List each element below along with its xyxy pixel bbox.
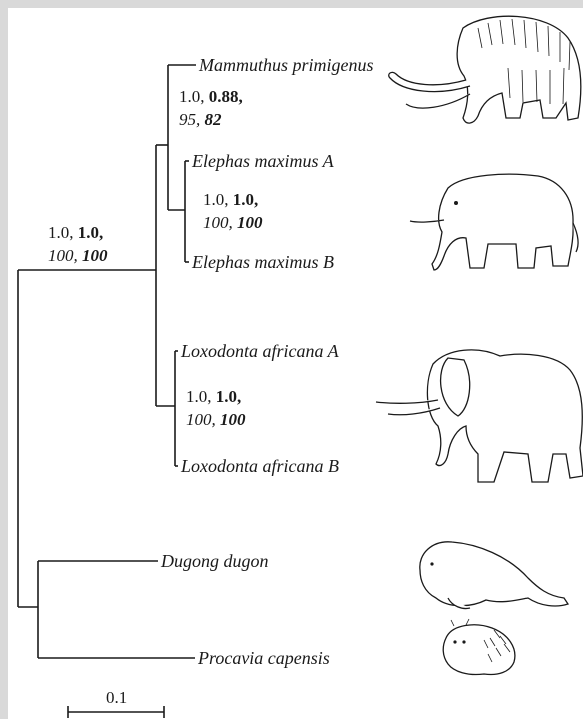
taxon-label-elephas-a: Elephas maximus A: [191, 151, 335, 171]
asian-elephant-illustration: [410, 174, 578, 270]
svg-text:100, 100: 100, 100: [203, 213, 263, 232]
support-pp2: 1.0,: [78, 223, 104, 242]
support-bs2: 100: [82, 246, 108, 265]
support-pp2: 0.88,: [209, 87, 243, 106]
hyrax-illustration: [443, 619, 515, 675]
support-pp2: 1.0,: [233, 190, 259, 209]
scale-bar-label: 0.1: [106, 688, 127, 707]
svg-text:100, 100: 100, 100: [48, 246, 108, 265]
taxon-label-loxodonta-b: Loxodonta africana B: [180, 456, 339, 476]
support-pp2: 1.0,: [216, 387, 242, 406]
taxon-label-mammoth: Mammuthus primigenus: [198, 55, 374, 75]
svg-text:1.0, 1.0,: 1.0, 1.0,: [186, 387, 241, 406]
taxon-label-loxodonta-a: Loxodonta africana A: [180, 341, 340, 361]
support-elephantidae: 1.0, 1.0, 100, 100: [48, 223, 108, 265]
support-loxodonta: 1.0, 1.0, 100, 100: [186, 387, 246, 429]
support-bs2: 100: [237, 213, 263, 232]
svg-text:1.0, 0.88,: 1.0, 0.88,: [179, 87, 243, 106]
support-bs1: 95,: [179, 110, 200, 129]
support-elephas: 1.0, 1.0, 100, 100: [203, 190, 263, 232]
support-bs2: 82: [205, 110, 223, 129]
phylogenetic-tree: Mammuthus primigenus Elephas maximus A E…: [8, 8, 583, 719]
dugong-illustration: [420, 542, 568, 609]
figure-panel: Mammuthus primigenus Elephas maximus A E…: [8, 8, 583, 719]
support-mammoth-elephas: 1.0, 0.88, 95, 82: [179, 87, 243, 129]
svg-text:1.0, 1.0,: 1.0, 1.0,: [48, 223, 103, 242]
scale-bar: 0.1: [68, 688, 164, 718]
svg-text:95, 82: 95, 82: [179, 110, 222, 129]
taxon-label-procavia: Procavia capensis: [197, 648, 330, 668]
svg-text:1.0, 1.0,: 1.0, 1.0,: [203, 190, 258, 209]
support-bs1: 100,: [203, 213, 233, 232]
support-pp1: 1.0,: [186, 387, 212, 406]
taxon-label-dugong: Dugong dugon: [160, 551, 269, 571]
support-bs2: 100: [220, 410, 246, 429]
taxon-label-elephas-b: Elephas maximus B: [191, 252, 334, 272]
support-bs1: 100,: [48, 246, 78, 265]
support-pp1: 1.0,: [179, 87, 205, 106]
support-bs1: 100,: [186, 410, 216, 429]
support-pp1: 1.0,: [48, 223, 74, 242]
mammoth-illustration: [389, 16, 581, 123]
svg-text:100, 100: 100, 100: [186, 410, 246, 429]
african-elephant-illustration: [376, 350, 583, 482]
support-pp1: 1.0,: [203, 190, 229, 209]
